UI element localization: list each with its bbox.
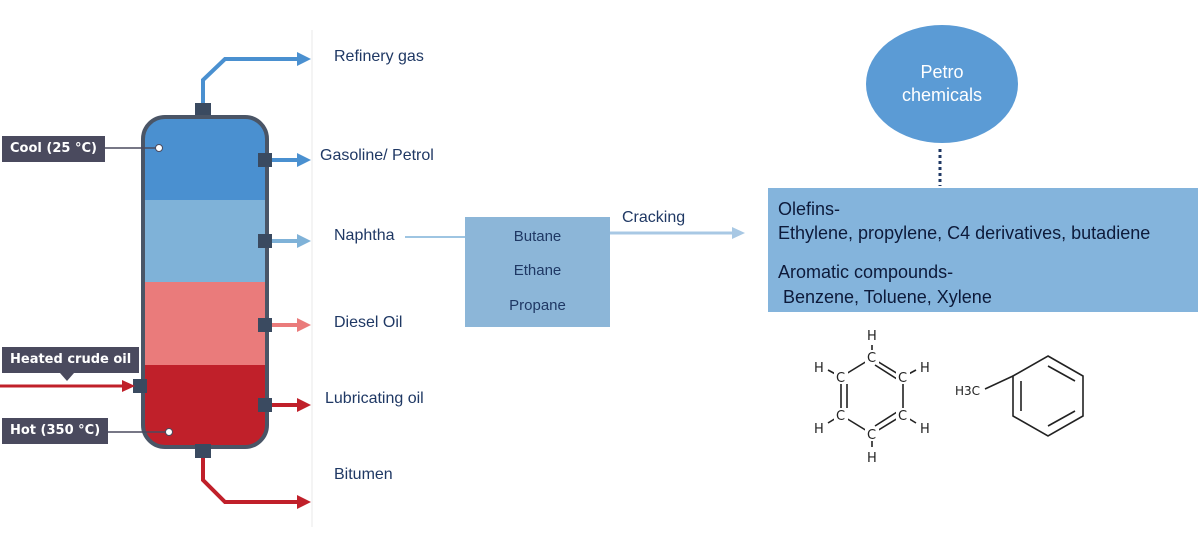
benzene-atom: C bbox=[898, 409, 907, 424]
olefins-heading: Olefins- bbox=[778, 199, 841, 219]
benzene-atom: C bbox=[836, 409, 845, 424]
lubricating-outlet bbox=[258, 398, 311, 412]
benzene-atom: C bbox=[836, 371, 845, 386]
benzene-atom: H bbox=[867, 329, 877, 344]
feed-item-butane: Butane bbox=[513, 228, 562, 245]
refinery-gas-pipe bbox=[201, 57, 300, 105]
diesel-outlet bbox=[258, 318, 311, 332]
cracking-feed-box: Butane Ethane Propane bbox=[465, 217, 610, 327]
feed-item-propane: Propane bbox=[509, 297, 566, 314]
benzene-atom: C bbox=[898, 371, 907, 386]
benzene-atom: H bbox=[867, 451, 877, 466]
benzene-atom: H bbox=[814, 361, 824, 376]
cracking-label: Cracking bbox=[622, 209, 686, 226]
hot-indicator-dot bbox=[165, 428, 173, 436]
benzene-atom: H bbox=[814, 422, 824, 437]
benzene-atom: H bbox=[920, 422, 930, 437]
cool-indicator-dot bbox=[155, 144, 163, 152]
fraction-lubricating: Lubricating oil bbox=[325, 390, 424, 407]
crude-feed-arrow bbox=[122, 380, 135, 392]
benzene-atom: C bbox=[867, 351, 876, 366]
crude-oil-label-pointer bbox=[60, 373, 74, 381]
fraction-gasoline: Gasoline/ Petrol bbox=[320, 147, 434, 164]
crude-oil-label: Heated crude oil bbox=[2, 347, 140, 373]
benzene-atom: C bbox=[867, 428, 876, 443]
distillation-column bbox=[143, 117, 267, 447]
aromatics-heading: Aromatic compounds- bbox=[778, 262, 954, 282]
benzene-structure: H C C H C H C H C C H H bbox=[814, 329, 930, 466]
toluene-structure: H3C bbox=[955, 355, 1084, 437]
petrochemicals-label: Petro chemicals bbox=[901, 62, 983, 105]
naphtha-outlet bbox=[258, 234, 311, 248]
hot-label: Hot (350 °C) bbox=[2, 418, 109, 444]
olefins-list: Ethylene, propylene, C4 derivatives, but… bbox=[778, 223, 1151, 243]
gasoline-outlet bbox=[258, 153, 311, 167]
products-box: Olefins- Ethylene, propylene, C4 derivat… bbox=[768, 188, 1198, 312]
refinery-gas-arrow bbox=[297, 52, 311, 66]
toluene-methyl-label: H3C bbox=[955, 384, 980, 398]
bitumen-arrow bbox=[297, 495, 311, 509]
fraction-naphtha: Naphtha bbox=[334, 227, 395, 244]
petrochemicals-circle: Petro chemicals bbox=[866, 25, 1018, 143]
cracking-arrowhead bbox=[732, 227, 745, 239]
fraction-diesel: Diesel Oil bbox=[334, 314, 403, 331]
fraction-bitumen: Bitumen bbox=[334, 466, 393, 483]
aromatics-list: Benzene, Toluene, Xylene bbox=[778, 287, 992, 307]
bitumen-pipe bbox=[201, 458, 300, 504]
benzene-atom: H bbox=[920, 361, 930, 376]
feed-item-ethane: Ethane bbox=[513, 262, 562, 279]
fraction-refinery-gas: Refinery gas bbox=[334, 48, 424, 65]
cool-label: Cool (25 °C) bbox=[2, 136, 105, 162]
